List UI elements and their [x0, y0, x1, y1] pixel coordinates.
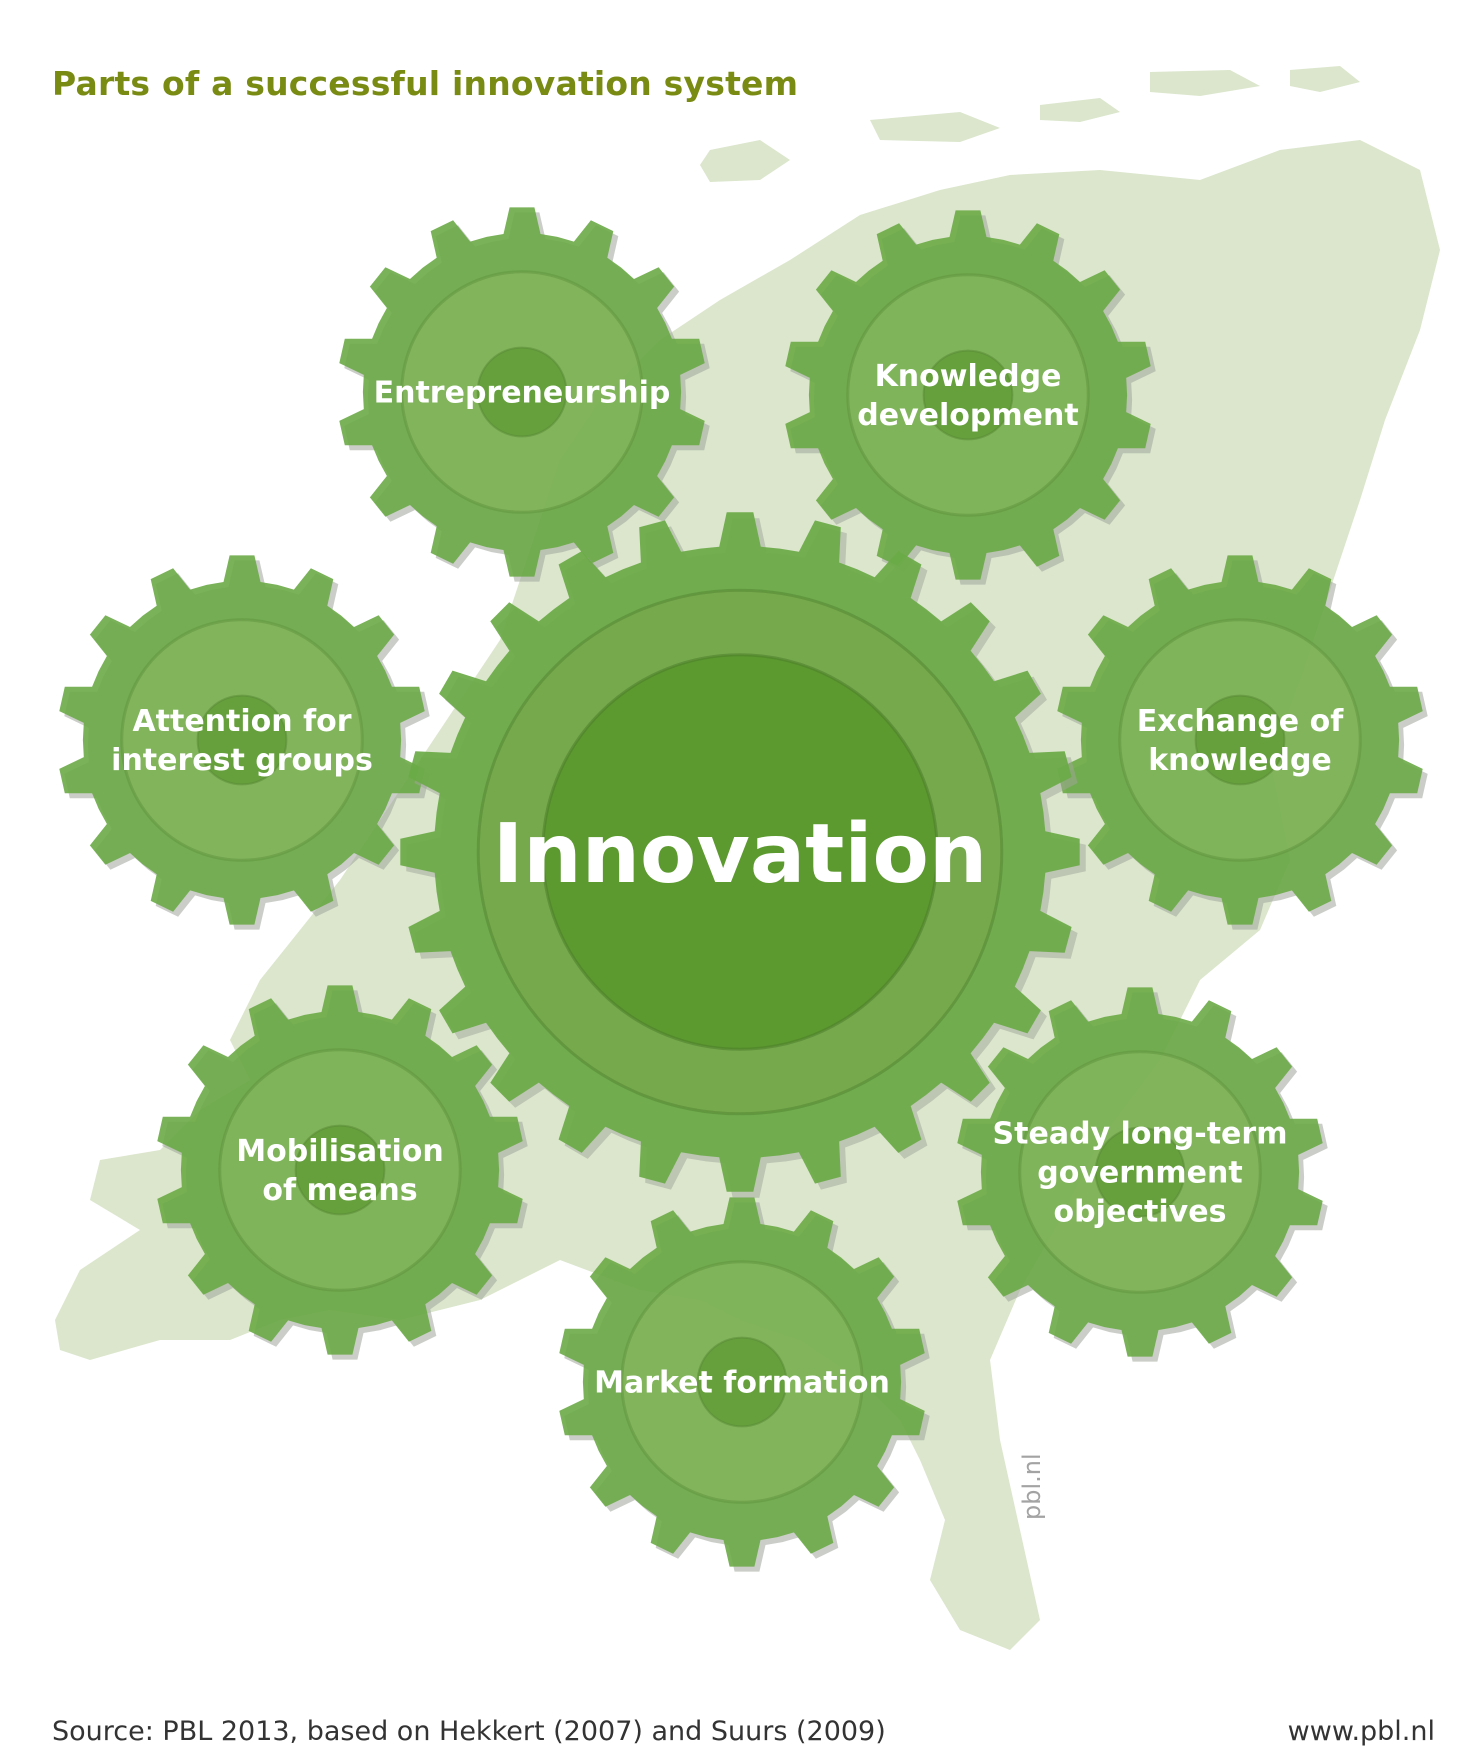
map-island-5	[1290, 66, 1360, 92]
website-link[interactable]: www.pbl.nl	[1287, 1716, 1435, 1747]
map-island-1	[700, 140, 790, 182]
gear-label-mobilisation-means: Mobilisation of means	[236, 1134, 443, 1208]
gear-hub	[1094, 1126, 1186, 1218]
gear-label-attention-interest-groups: Attention for interest groups	[111, 704, 373, 778]
gear-entrepreneurship	[339, 207, 710, 582]
gear-hub	[922, 349, 1014, 441]
map-island-2	[870, 112, 1000, 142]
gear-label-line: of means	[262, 1173, 417, 1208]
gear-label-line: Steady long-term	[993, 1117, 1288, 1152]
gear-label-line: development	[857, 398, 1078, 433]
center-label: Innovation	[493, 807, 987, 902]
gear-label-line: Entrepreneurship	[374, 376, 671, 411]
gear-label-line: interest groups	[111, 743, 373, 778]
watermark: pbl.nl	[1018, 1453, 1046, 1520]
gear-label-steady-objectives: Steady long-term government objectives	[993, 1117, 1288, 1230]
gear-hub	[294, 1124, 386, 1216]
gear-exchange-knowledge	[1057, 555, 1428, 930]
map-island-4	[1150, 70, 1260, 96]
map-island-3	[1040, 98, 1120, 122]
gear-label-market-formation: Market formation	[594, 1366, 890, 1401]
gear-label-line: government	[1037, 1156, 1242, 1191]
gear-hub	[1194, 694, 1286, 786]
gear-label-line: objectives	[1054, 1195, 1227, 1230]
gear-label-exchange-knowledge: Exchange of knowledge	[1137, 704, 1344, 778]
gear-mobilisation-means	[157, 985, 528, 1360]
gear-label-line: Knowledge	[875, 359, 1062, 394]
gear-label-line: Attention for	[132, 704, 351, 739]
gear-label-entrepreneurship: Entrepreneurship	[374, 376, 671, 411]
center-gear-hub	[541, 653, 939, 1051]
gear-attention-interest-groups	[59, 555, 430, 930]
gear-label-line: knowledge	[1148, 743, 1332, 778]
gear-hub	[476, 346, 568, 438]
gear-label-line: Exchange of	[1137, 704, 1344, 739]
chart-title: Parts of a successful innovation system	[52, 64, 799, 103]
gear-hub	[696, 1336, 788, 1428]
gear-label-line: Mobilisation	[236, 1134, 443, 1169]
gear-hub	[196, 694, 288, 786]
gear-market-formation	[559, 1197, 930, 1572]
gear-innovation-center: Innovation	[400, 512, 1086, 1198]
gear-steady-objectives	[957, 987, 1328, 1362]
gear-knowledge-development	[785, 210, 1156, 585]
source-note: Source: PBL 2013, based on Hekkert (2007…	[52, 1716, 886, 1747]
gear-label-knowledge-development: Knowledge development	[857, 359, 1078, 433]
gear-label-line: Market formation	[594, 1366, 890, 1401]
